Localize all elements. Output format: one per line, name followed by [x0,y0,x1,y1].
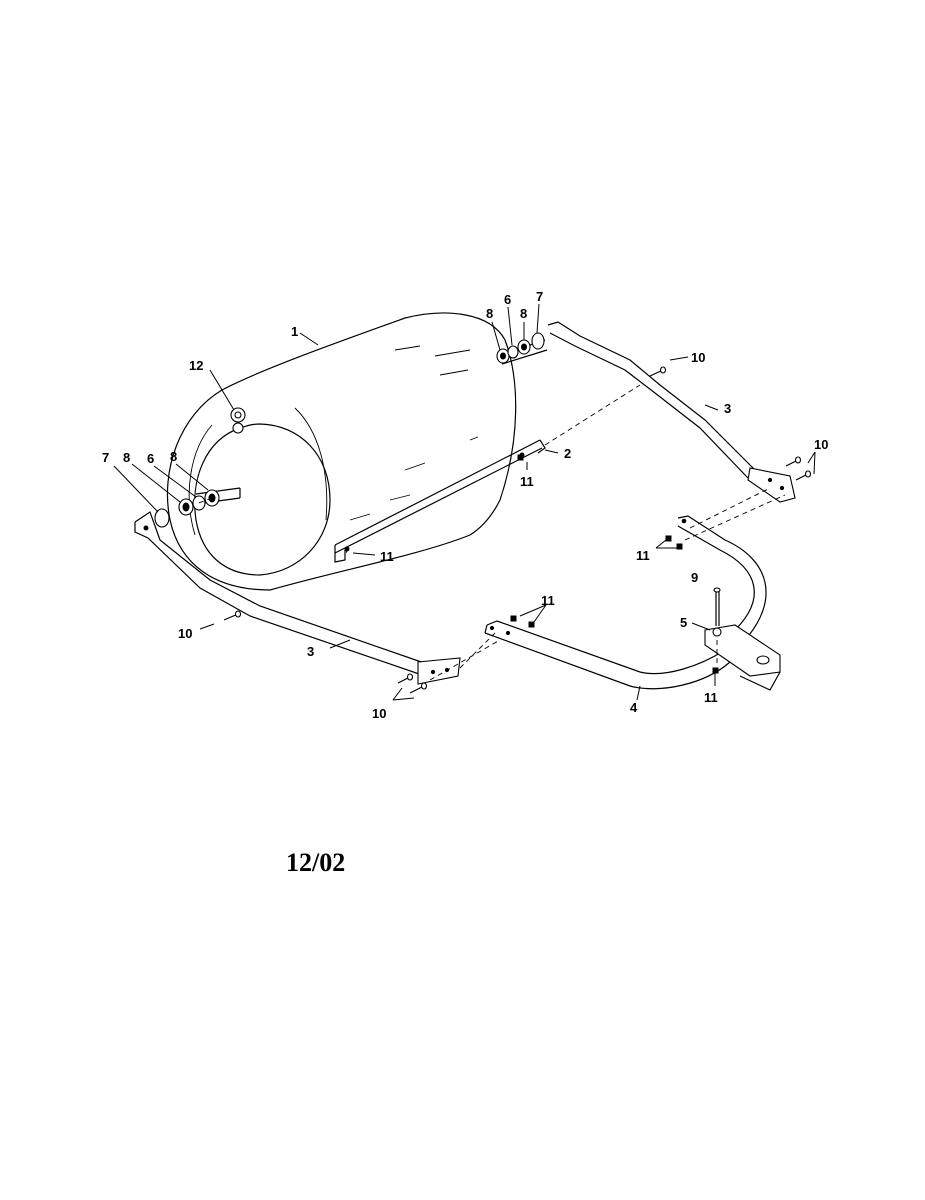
callout-7-right: 7 [536,289,543,304]
date-code: 12/02 [286,848,346,877]
callout-10-left: 10 [178,626,192,641]
callout-7-left: 7 [102,450,109,465]
callout-2: 2 [564,446,571,461]
left-frame-arm [134,511,461,685]
scraper-bar [334,439,546,563]
callout-8-right-b: 8 [520,306,527,321]
callout-6-right: 6 [504,292,511,307]
callout-11-hitch: 11 [636,548,650,563]
callout-10-bottom: 10 [372,706,386,721]
callout-12: 12 [189,358,203,373]
roller-drum [166,312,548,591]
fasteners [223,366,812,694]
callout-11-bar-top: 11 [520,474,534,489]
callout-6-left: 6 [147,451,154,466]
callout-10-top: 10 [691,350,705,365]
leader-lines [113,303,816,701]
callout-1: 1 [291,324,298,339]
callout-labels: 1 2 3 3 4 5 6 6 7 7 8 8 8 8 9 10 10 10 1… [102,289,828,721]
assembly-lines [195,384,786,681]
left-bearing-hardware [154,489,220,528]
callout-11-bottom: 11 [704,690,718,705]
callout-5: 5 [680,615,687,630]
callout-8-right-a: 8 [486,306,493,321]
callout-9: 9 [691,570,698,585]
hitch-bracket [677,515,781,691]
right-bearing-hardware [496,332,545,364]
callout-3-right: 3 [724,401,731,416]
right-frame-arm [547,321,796,503]
callout-11-bar-bottom: 11 [380,549,394,564]
callout-4: 4 [630,700,638,715]
callout-10-right: 10 [814,437,828,452]
tow-bar [484,620,731,690]
callout-8-left-b: 8 [170,449,177,464]
callout-8-left-a: 8 [123,450,130,465]
callout-3-left: 3 [307,644,314,659]
callout-11-towbar: 11 [541,593,555,608]
